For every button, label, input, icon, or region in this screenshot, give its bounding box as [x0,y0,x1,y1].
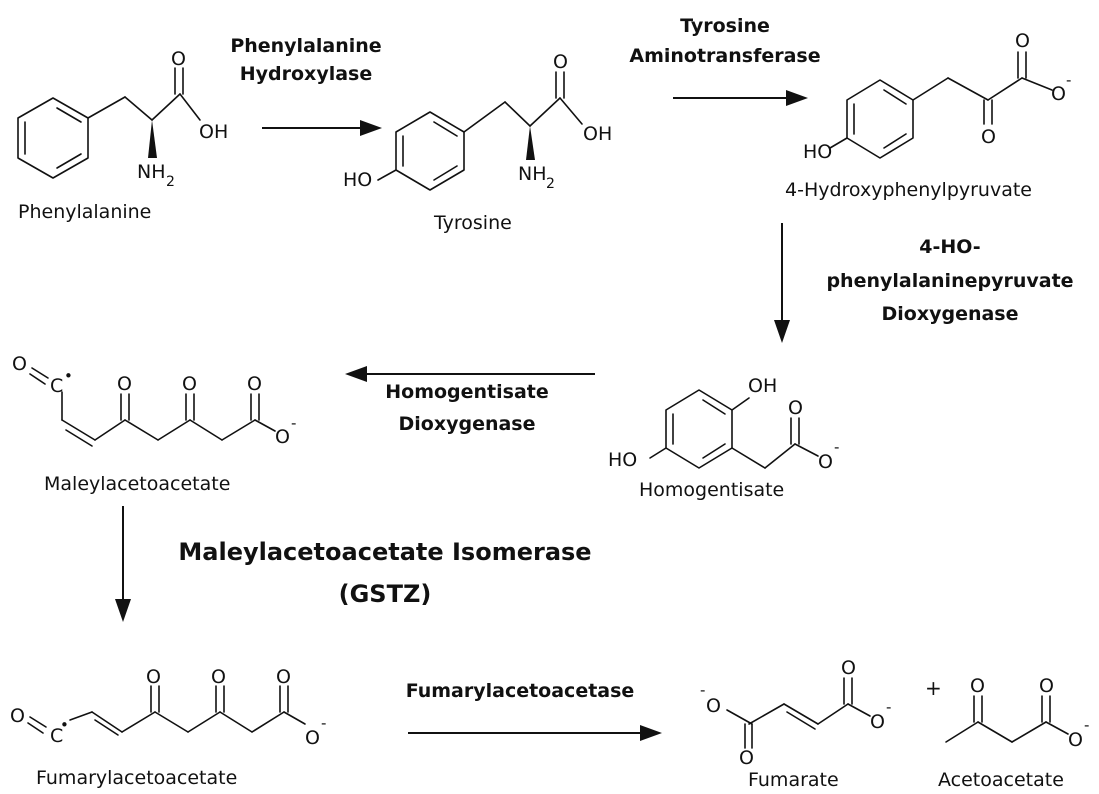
negative-charge: - [834,438,839,456]
tyrosine-aminotransferase-line1: Tyrosine [680,15,770,37]
hppd-line2: phenylalaninepyruvate [826,270,1073,292]
carboxyl-o-label: O [1015,30,1030,52]
negative-charge: - [291,414,296,432]
hydroxyl-label: OH [748,375,777,397]
carboxyl-o-label: O [788,397,803,419]
keto-o-label: O [981,126,996,148]
fumarylacetoacetate-label: Fumarylacetoacetate [36,767,237,789]
arrow-maleyl-to-fumaryl [115,506,131,622]
maleylacetoacetate-structure: O C • O O O O - [12,353,296,448]
acyl-o-label: O [10,705,25,727]
carboxylate-o-label: O [870,711,885,733]
carboxyl-o-label: O [1039,675,1054,697]
tyrosine-structure: O OH HO NH 2 [343,51,612,192]
arrow-fumaryl-to-products [408,725,662,741]
phenylalanine-label: Phenylalanine [18,201,151,223]
hppd-line3: Dioxygenase [881,303,1018,325]
phenol-hydroxyl-label: HO [803,141,832,163]
phenylalanine-structure: O OH NH 2 [17,48,228,190]
carboxylate-o-label: O [275,426,290,448]
amine-label: NH [137,161,166,183]
keto-o-label: O [146,666,161,688]
acyl-c-label: C [50,375,63,397]
carboxyl-o-label: O [276,666,291,688]
negative-charge: - [321,714,326,732]
tyrosine-aminotransferase-line2: Aminotransferase [629,45,820,67]
carboxyl-o-label: O [247,373,262,395]
keto-o-label: O [970,675,985,697]
amine-subscript: 2 [546,176,555,192]
fumarylacetoacetase-label: Fumarylacetoacetase [406,680,635,702]
fumarate-structure: - O O O O - [700,657,891,769]
carboxylate-o-label: O [1068,729,1083,751]
phenylalanine-hydroxylase-line2: Hydroxylase [240,63,372,85]
carboxylate-o-label: O [706,695,721,717]
arrow-hpp-to-homogentisate [774,223,790,343]
hydroxyl-label: OH [583,123,612,145]
acetoacetate-label: Acetoacetate [938,769,1064,791]
carboxyl-o-label: O [841,657,856,679]
carboxylate-o-label: O [305,727,320,749]
arrow-phe-to-tyr [262,120,382,136]
homogentisate-dioxygenase-line2: Dioxygenase [398,413,535,435]
homogentisate-dioxygenase-line1: Homogentisate [385,381,549,403]
homogentisate-label: Homogentisate [639,479,784,501]
carboxylate-o-label: O [1051,83,1066,105]
plus-sign: + [925,676,942,700]
negative-charge: - [886,698,891,716]
radical-dot: • [64,367,73,385]
arrow-homogentisate-to-maleylacetoacetate [345,366,595,382]
acyl-o-label: O [12,353,27,375]
phenol-hydroxyl-label: HO [608,449,637,471]
fumarylacetoacetate-structure: O C • O O O O - [10,666,326,749]
maleylacetoacetate-isomerase-line2: (GSTZ) [339,580,432,608]
fumarate-label: Fumarate [748,769,839,791]
hydroxyphenylpyruvate-structure: O O - O HO [803,30,1071,163]
carbonyl-o-label: O [553,51,568,73]
phenylalanine-hydroxylase-line1: Phenylalanine [230,35,381,57]
phenol-hydroxyl-label: HO [343,169,372,191]
maleylacetoacetate-isomerase-line1: Maleylacetoacetate Isomerase [178,538,591,566]
hydroxyphenylpyruvate-label: 4-Hydroxyphenylpyruvate [785,179,1032,201]
amine-subscript: 2 [166,174,175,190]
carboxyl-o-label: O [739,747,754,769]
tyrosine-label: Tyrosine [433,212,512,234]
keto-o-label: O [117,373,132,395]
keto-o-label: O [182,373,197,395]
carbonyl-o-label: O [171,48,186,70]
carboxylate-o-label: O [818,451,833,473]
acyl-c-label: C [50,725,63,747]
negative-charge: - [1084,716,1089,734]
maleylacetoacetate-label: Maleylacetoacetate [44,473,230,495]
homogentisate-structure: OH O O - HO [608,375,839,473]
keto-o-label: O [211,666,226,688]
amine-label: NH [518,163,547,185]
hppd-line1: 4-HO- [919,236,980,258]
radical-dot: • [60,716,69,734]
negative-charge: - [1066,71,1071,89]
acetoacetate-structure: O O O - [945,675,1089,751]
arrow-tyr-to-hpp [673,90,808,106]
negative-charge: - [700,681,705,699]
hydroxyl-label: OH [199,121,228,143]
